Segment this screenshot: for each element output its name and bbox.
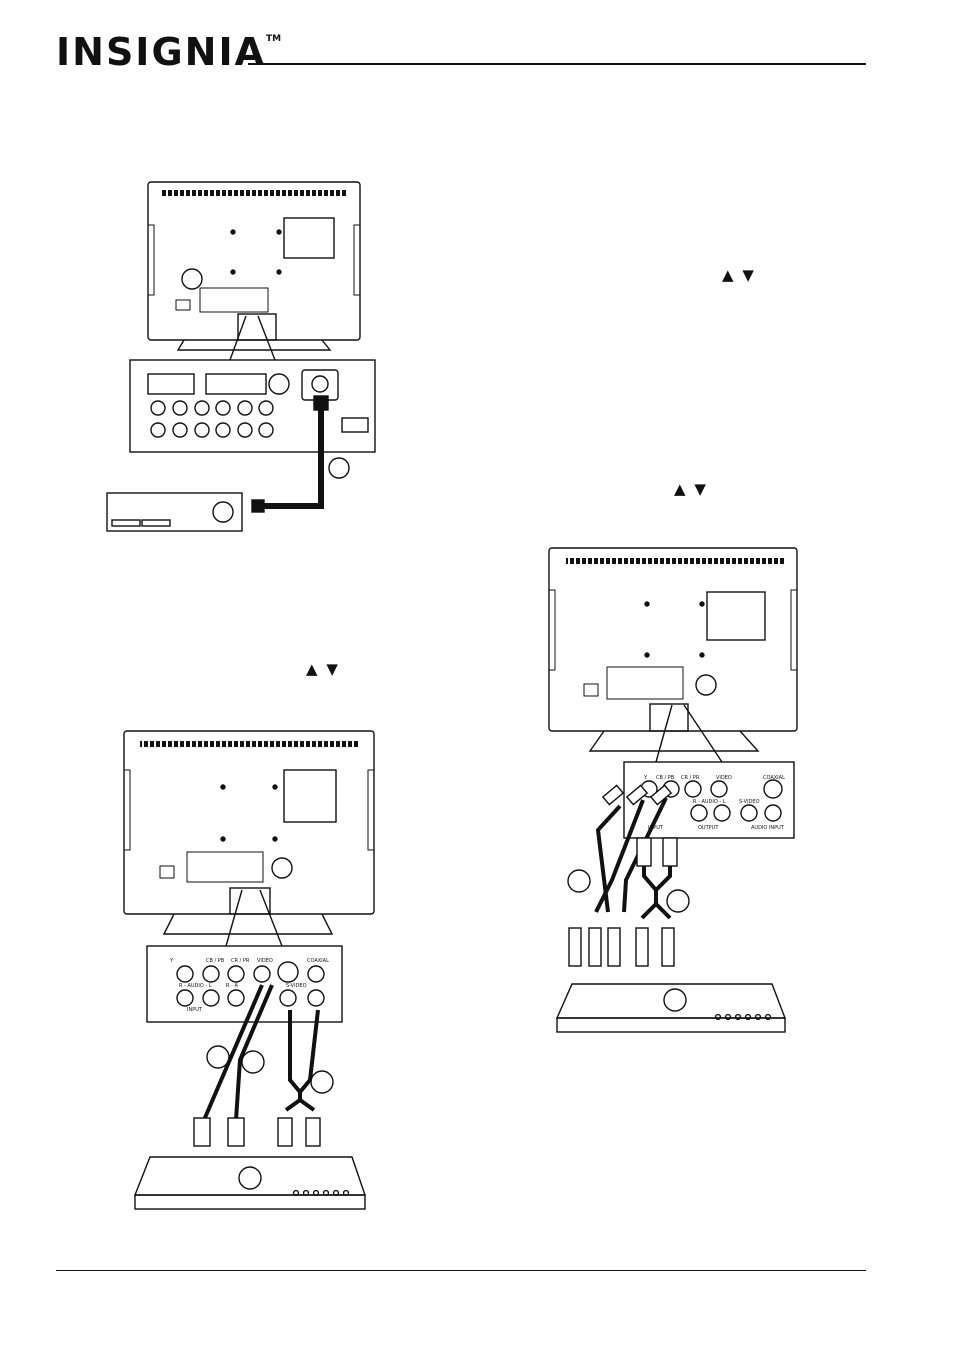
callout-3a xyxy=(568,870,590,892)
svg-text:S-VIDEO: S-VIDEO xyxy=(286,983,307,989)
svg-text:VIDEO: VIDEO xyxy=(257,958,273,964)
svg-text:S-VIDEO: S-VIDEO xyxy=(739,799,760,805)
svg-text:COAXIAL: COAXIAL xyxy=(307,958,329,964)
callout-2b xyxy=(242,1051,264,1073)
svg-text:R - A: R - A xyxy=(226,983,238,989)
svg-text:INPUT: INPUT xyxy=(187,1007,203,1013)
svg-text:VIDEO: VIDEO xyxy=(716,775,732,781)
svg-text:CB / PB: CB / PB xyxy=(656,775,675,781)
svg-text:R - AUDIO - L: R - AUDIO - L xyxy=(693,799,726,805)
svg-text:OUTPUT: OUTPUT xyxy=(698,825,719,831)
svg-text:CR / PR: CR / PR xyxy=(681,775,700,781)
svg-text:CR / PR: CR / PR xyxy=(231,958,250,964)
figure-component-connection: Y CB / PB CR / PR VIDEO COAXIAL R - AUDI… xyxy=(549,548,797,1032)
figure-composite-connection: Y CB / PB CR / PR VIDEO COAXIAL R - AUDI… xyxy=(124,731,374,1209)
callout-2c xyxy=(311,1071,333,1093)
callout-1a xyxy=(329,458,349,478)
svg-text:R - AUDIO - L: R - AUDIO - L xyxy=(179,983,212,989)
figure-antenna-connection xyxy=(107,182,375,531)
tv-back-1 xyxy=(148,182,360,340)
svg-text:AUDIO INPUT: AUDIO INPUT xyxy=(751,825,785,831)
callout-3b xyxy=(667,890,689,912)
svg-text:CB / PB: CB / PB xyxy=(206,958,225,964)
svg-text:Y: Y xyxy=(643,775,648,781)
cable-box xyxy=(107,493,242,531)
label-y: Y xyxy=(169,958,174,964)
callout-2a xyxy=(207,1046,229,1068)
footer-rule xyxy=(56,1270,866,1271)
